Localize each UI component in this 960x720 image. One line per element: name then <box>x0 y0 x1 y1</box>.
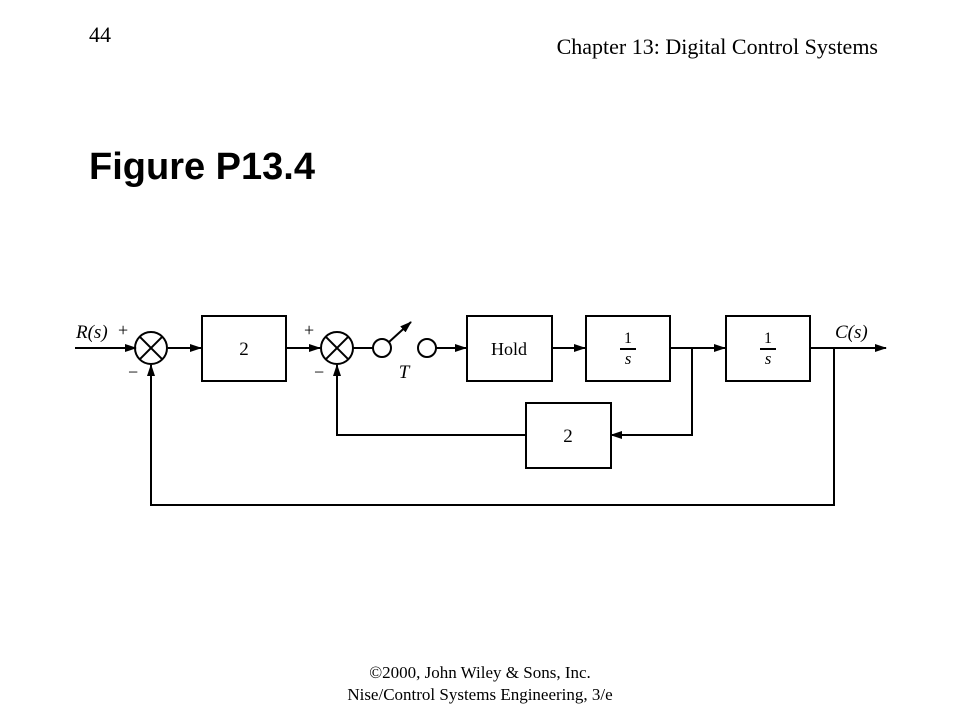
output-label: C(s) <box>835 322 868 343</box>
integrator-block-2 <box>725 315 811 382</box>
sum2-minus-sign: − <box>314 362 324 382</box>
integrator-1-numerator: 1 <box>624 330 632 347</box>
book-title-line: Nise/Control Systems Engineering, 3/e <box>347 685 613 704</box>
figure-title: Figure P13.4 <box>89 146 315 188</box>
hold-block-label: Hold <box>491 339 527 359</box>
inner-feedback-pickoff <box>610 348 693 439</box>
integrator-2-numerator: 1 <box>764 330 772 347</box>
footer: ©2000, John Wiley & Sons, Inc. Nise/Cont… <box>0 662 960 706</box>
summing-junction-2 <box>320 331 354 365</box>
feedback-gain-block <box>525 402 612 469</box>
inner-feedback-return <box>333 364 526 436</box>
sampler-label: T <box>399 362 411 383</box>
hold-block <box>466 315 553 382</box>
gain-block-label: 2 <box>239 339 249 360</box>
sum1-plus-sign: + <box>118 320 128 340</box>
sum2-plus-sign: + <box>304 320 314 340</box>
copyright-line: ©2000, John Wiley & Sons, Inc. <box>369 663 591 682</box>
sampler-switch <box>372 321 437 358</box>
input-label: R(s) <box>75 322 108 343</box>
gain-block <box>201 315 287 382</box>
sum1-minus-sign: − <box>128 362 138 382</box>
integrator-1-denominator: s <box>625 349 632 368</box>
feedback-gain-label: 2 <box>563 426 573 447</box>
chapter-title: Chapter 13: Digital Control Systems <box>556 34 878 59</box>
integrator-block-1 <box>585 315 671 382</box>
summing-junction-1 <box>134 331 168 365</box>
page-number: 44 <box>89 22 111 47</box>
integrator-2-denominator: s <box>765 349 772 368</box>
outer-feedback-loop <box>147 348 835 506</box>
